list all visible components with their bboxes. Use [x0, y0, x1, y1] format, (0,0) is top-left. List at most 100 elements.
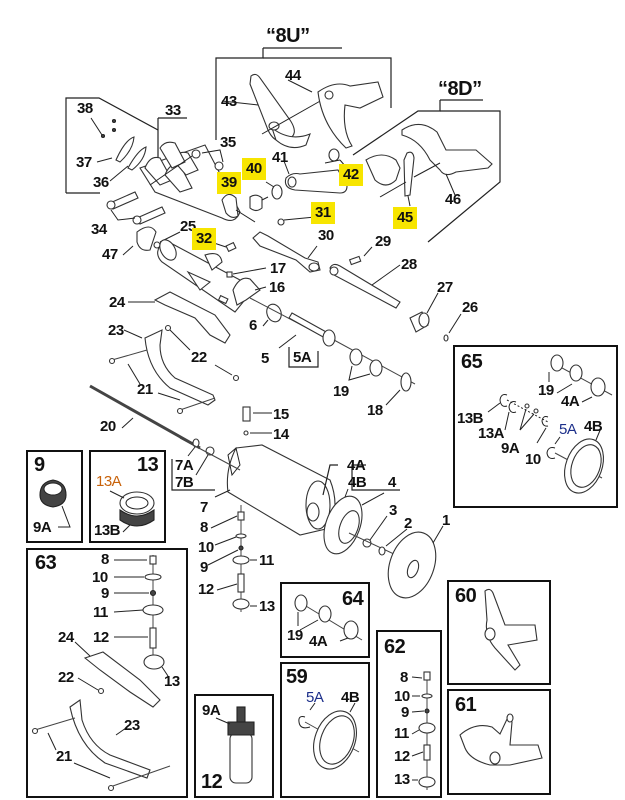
kit-64-bushings: [294, 594, 363, 642]
callout-28: 28: [401, 256, 417, 273]
callout-29: 29: [375, 233, 391, 250]
part-23-yoke: [123, 329, 216, 406]
part-15-valve: [242, 406, 272, 422]
callout-42-highlighted: 42: [339, 164, 363, 186]
callout-14: 14: [273, 426, 289, 443]
kit-62-title: 62: [384, 636, 406, 658]
kit-box-59: [280, 662, 370, 798]
callout-31-highlighted: 31: [311, 202, 335, 224]
kit-65-label-10: 10: [525, 451, 541, 468]
kit-63-label-10: 10: [92, 569, 108, 586]
part-37-clip: [96, 136, 135, 163]
callout-7: 7: [200, 499, 208, 516]
callout-44: 44: [285, 67, 301, 84]
kit-box-13: [89, 450, 166, 543]
part-40-washer: [265, 181, 283, 200]
callout-3: 3: [389, 502, 397, 519]
kit-59-parts: [298, 702, 360, 770]
callout-16: 16: [269, 279, 285, 296]
kit-62-label-8: 8: [400, 669, 408, 686]
kit-62-label-12: 12: [394, 748, 410, 765]
callout-4: 4: [388, 474, 396, 491]
kit-63-label-23: 23: [124, 717, 140, 734]
part-45-cam: [365, 151, 441, 207]
kit-61-lever: [459, 713, 543, 766]
callout-45-highlighted: 45: [393, 207, 417, 229]
callout-7a: 7A: [175, 457, 194, 474]
part-26-ring: [443, 313, 462, 342]
kit-65-label-19: 19: [538, 382, 554, 399]
callout-37: 37: [76, 154, 92, 171]
kit-9-cap: [39, 479, 71, 528]
part-8-13-stack: [207, 505, 257, 612]
kit-60-title: 60: [455, 585, 477, 607]
part-4a-bushing: [306, 464, 338, 522]
callout-38: 38: [77, 100, 93, 117]
callout-5: 5: [261, 350, 269, 367]
kit-box-62: [376, 630, 442, 798]
part-2-nut: [378, 528, 408, 556]
callout-46: 46: [445, 191, 461, 208]
part-24-bracket: [128, 291, 231, 344]
kit-box-65: [453, 345, 618, 508]
kit-box-60: [447, 580, 551, 685]
callout-1: 1: [442, 512, 450, 529]
kit-64-label-4a: 4A: [309, 633, 328, 650]
kit-65-label-9a: 9A: [501, 440, 520, 457]
part-5-shaft: [249, 297, 331, 349]
kit-64-title: 64: [342, 588, 364, 610]
kit-box-12: [194, 694, 274, 798]
kit-59-title: 59: [286, 666, 308, 688]
part-39-bolt: [249, 194, 269, 212]
callout-15: 15: [273, 406, 289, 423]
part-5a-bushing: [288, 329, 336, 368]
callout-43: 43: [221, 93, 237, 110]
kit-62-label-13: 13: [394, 771, 410, 788]
part-30-linkage: [252, 231, 321, 273]
part-3-washer: [348, 515, 397, 556]
group-8u-bracket: [215, 47, 392, 140]
kit-box-64: [280, 582, 370, 658]
part-44-lever: [287, 79, 384, 149]
callout-9: 9: [200, 559, 208, 576]
kit-13-label-13a: 13A: [96, 473, 122, 490]
group-label-8d: “8D”: [438, 78, 482, 100]
kit-63-label-13: 13: [164, 673, 180, 690]
kit-64-label-19: 19: [287, 627, 303, 644]
callout-21: 21: [137, 381, 153, 398]
callout-24: 24: [109, 294, 125, 311]
part-14-ring: [243, 430, 272, 436]
callout-35: 35: [220, 134, 236, 151]
part-18-washer: [385, 372, 412, 406]
kit-63-label-9: 9: [101, 585, 109, 602]
part-36-clip: [109, 146, 147, 182]
part-38-pins: [90, 117, 117, 139]
part-34-bolts: [106, 191, 166, 225]
part-43-lever: [221, 73, 323, 149]
kit-63-label-8: 8: [101, 551, 109, 568]
callout-2: 2: [404, 515, 412, 532]
part-4-drum: [323, 464, 400, 555]
kit-65-label-4b: 4B: [584, 418, 603, 435]
kit-65-label-4a: 4A: [561, 393, 580, 410]
callout-11: 11: [259, 552, 274, 569]
kit-box-63: [26, 548, 188, 798]
part-46-cam: [401, 123, 493, 196]
part-21-bolts: [108, 349, 216, 415]
kit-62-label-11: 11: [394, 725, 409, 742]
callout-19: 19: [333, 383, 349, 400]
callout-32-highlighted: 32: [192, 228, 216, 250]
kit-12-title: 12: [201, 771, 223, 793]
callout-17: 17: [270, 260, 286, 277]
kit-63-title: 63: [35, 552, 57, 574]
callout-22: 22: [191, 349, 207, 366]
callout-33: 33: [165, 102, 181, 119]
kit-65-label-5a: 5A: [559, 421, 577, 438]
kit-61-title: 61: [455, 694, 477, 716]
kit-65-parts: [487, 354, 613, 494]
kit-63-label-22: 22: [58, 669, 74, 686]
part-1-cover: [387, 525, 444, 599]
part-7-cylinder: [171, 444, 336, 536]
callout-20: 20: [100, 418, 116, 435]
